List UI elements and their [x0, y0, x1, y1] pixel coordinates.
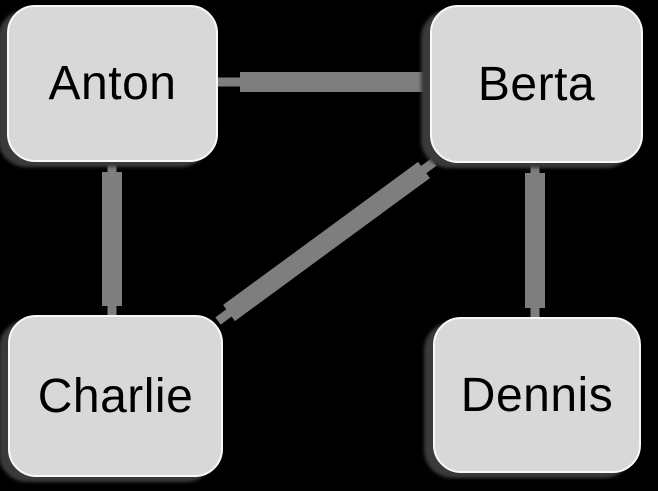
node-berta-label: Berta: [477, 57, 596, 111]
node-dennis-label: Dennis: [460, 368, 614, 422]
node-charlie-label: Charlie: [37, 369, 194, 423]
node-anton: Anton: [7, 5, 218, 162]
node-charlie: Charlie: [8, 315, 223, 477]
node-dennis: Dennis: [433, 317, 641, 473]
edge-berta-charlie-line: [223, 161, 430, 322]
edge-berta-charlie: [215, 158, 437, 325]
node-anton-label: Anton: [48, 57, 177, 110]
node-berta: Berta: [430, 5, 643, 163]
